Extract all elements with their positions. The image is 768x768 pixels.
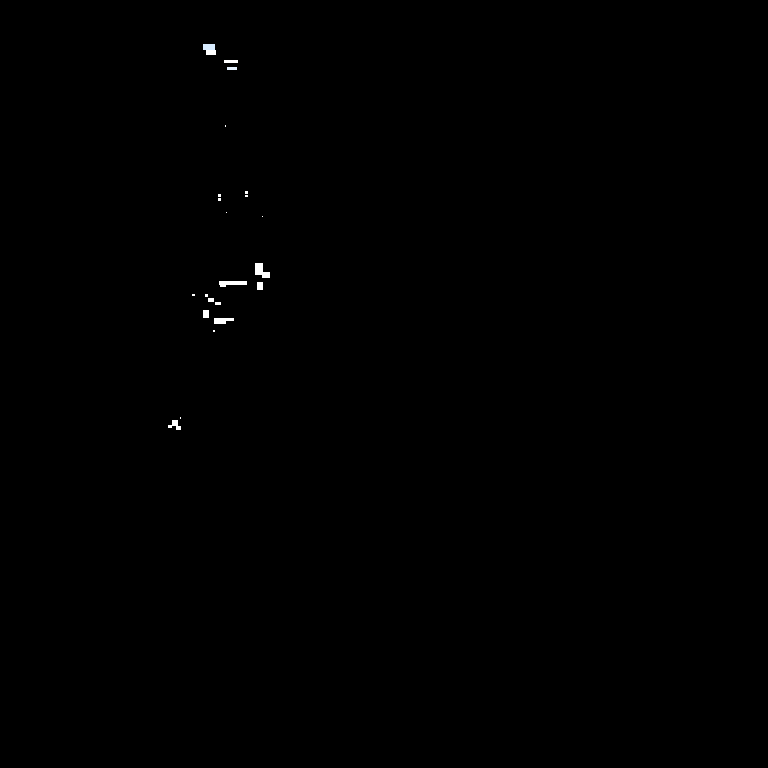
light-spot xyxy=(262,272,270,278)
light-spot xyxy=(213,330,215,332)
light-spot xyxy=(206,50,216,55)
light-spot xyxy=(192,294,195,296)
light-spot xyxy=(220,284,226,287)
light-spot xyxy=(255,263,263,275)
light-spot xyxy=(218,198,221,201)
light-spot xyxy=(224,60,238,63)
light-spot xyxy=(245,195,248,197)
light-spot xyxy=(205,294,208,297)
light-spot xyxy=(245,191,248,194)
light-spot xyxy=(180,417,181,419)
light-spot xyxy=(172,420,178,426)
light-spot xyxy=(208,298,214,302)
light-spot xyxy=(257,282,263,290)
light-spot xyxy=(203,310,209,318)
light-spot xyxy=(168,425,172,428)
light-spot xyxy=(225,125,226,127)
light-spot xyxy=(214,318,226,324)
light-spot xyxy=(176,426,181,430)
light-spot xyxy=(203,44,215,50)
light-spot xyxy=(215,302,221,305)
light-spot xyxy=(226,318,234,321)
light-spot xyxy=(219,281,247,285)
light-spot xyxy=(262,216,263,217)
light-spot xyxy=(226,212,227,213)
light-spot xyxy=(227,67,237,70)
light-spot xyxy=(218,194,221,197)
